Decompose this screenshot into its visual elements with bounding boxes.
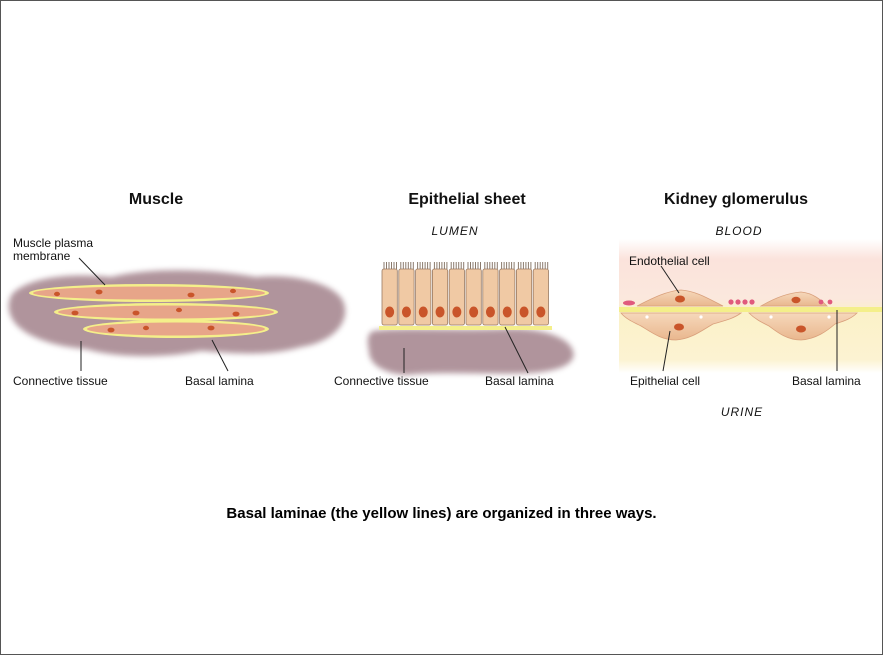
epithelial-nucleus	[536, 307, 545, 318]
epithelial-cell	[449, 262, 464, 325]
kidney-panel: Kidney glomerulus BLOOD	[619, 191, 882, 419]
epithelial-connective-label: Connective tissue	[334, 374, 429, 388]
blood-label: BLOOD	[715, 224, 762, 238]
epithelial-cell	[432, 262, 447, 325]
lumen-label: LUMEN	[431, 224, 478, 238]
urine-label: URINE	[721, 405, 763, 419]
muscle-basal-label: Basal lamina	[185, 374, 254, 388]
epithelial-cell	[533, 262, 548, 325]
epithelial-nucleus	[520, 307, 529, 318]
kidney-epithelial-label: Epithelial cell	[630, 374, 700, 388]
epithelial-cell	[466, 262, 481, 325]
epithelial-panel: Epithelial sheet LUMEN Connective tissue…	[334, 191, 574, 388]
muscle-title: Muscle	[129, 191, 183, 208]
epithelial-nucleus	[503, 307, 512, 318]
epithelial-nucleus	[486, 307, 495, 318]
epithelial-nucleus	[385, 307, 394, 318]
kidney-basal-label: Basal lamina	[792, 374, 861, 388]
epithelial-cell	[382, 262, 397, 325]
epithelial-cell	[416, 262, 431, 325]
epithelial-connective-tissue	[368, 329, 574, 375]
epithelial-cell	[399, 262, 414, 325]
epithelial-cell	[483, 262, 498, 325]
kidney-title: Kidney glomerulus	[664, 191, 808, 208]
figure-caption: Basal laminae (the yellow lines) are org…	[1, 505, 882, 522]
muscle-connective-label: Connective tissue	[13, 374, 108, 388]
muscle-membrane-label-line1: Muscle plasma	[13, 236, 93, 250]
epithelial-nucleus	[436, 307, 445, 318]
epithelial-cell	[500, 262, 515, 325]
epithelial-nucleus	[419, 307, 428, 318]
epithelial-cell	[516, 262, 531, 325]
muscle-panel: Muscle M	[9, 191, 345, 388]
epithelial-basal-label: Basal lamina	[485, 374, 554, 388]
epithelial-title: Epithelial sheet	[408, 191, 526, 208]
epithelial-nucleus	[402, 307, 411, 318]
muscle-fiber-1	[29, 284, 269, 302]
epithelial-nucleus	[469, 307, 478, 318]
kidney-basal-lamina	[619, 307, 882, 312]
endothelial-label: Endothelial cell	[629, 254, 710, 268]
epithelial-basal-lamina	[379, 326, 552, 330]
epithelial-nucleus	[452, 307, 461, 318]
muscle-fiber-2	[54, 303, 278, 321]
epithelial-cells	[382, 262, 549, 325]
muscle-fiber-3	[83, 320, 269, 338]
muscle-membrane-label-line2: membrane	[13, 249, 71, 263]
